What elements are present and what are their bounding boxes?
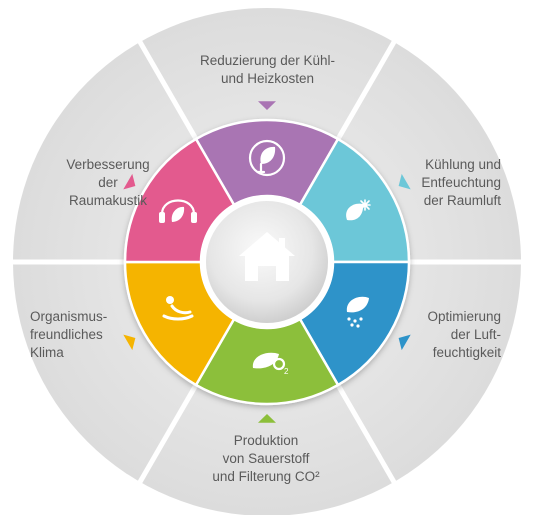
label-kosten: Reduzierung der Kühl-und Heizkosten — [199, 53, 336, 86]
arrow-sauerstoff — [258, 414, 276, 423]
house-icon — [239, 232, 295, 281]
arrow-kuehlung — [398, 173, 411, 190]
outer-divider — [334, 381, 398, 485]
arrow-kosten — [258, 101, 276, 110]
arrow-feuchte — [398, 334, 411, 351]
outer-divider — [136, 381, 200, 485]
svg-text:2: 2 — [284, 367, 289, 376]
leaf-plug-icon — [248, 139, 286, 177]
outer-divider — [136, 39, 200, 143]
reclining-person-icon — [162, 296, 194, 321]
snowflake-leaf-icon — [346, 199, 371, 221]
arrow-akustik — [123, 173, 136, 190]
outer-divider — [334, 39, 398, 143]
leaf-o2-icon: 2 — [252, 352, 289, 376]
leaf-droplets-icon — [346, 296, 369, 328]
arrow-klima — [123, 334, 136, 351]
headphones-leaf-icon — [159, 199, 197, 223]
